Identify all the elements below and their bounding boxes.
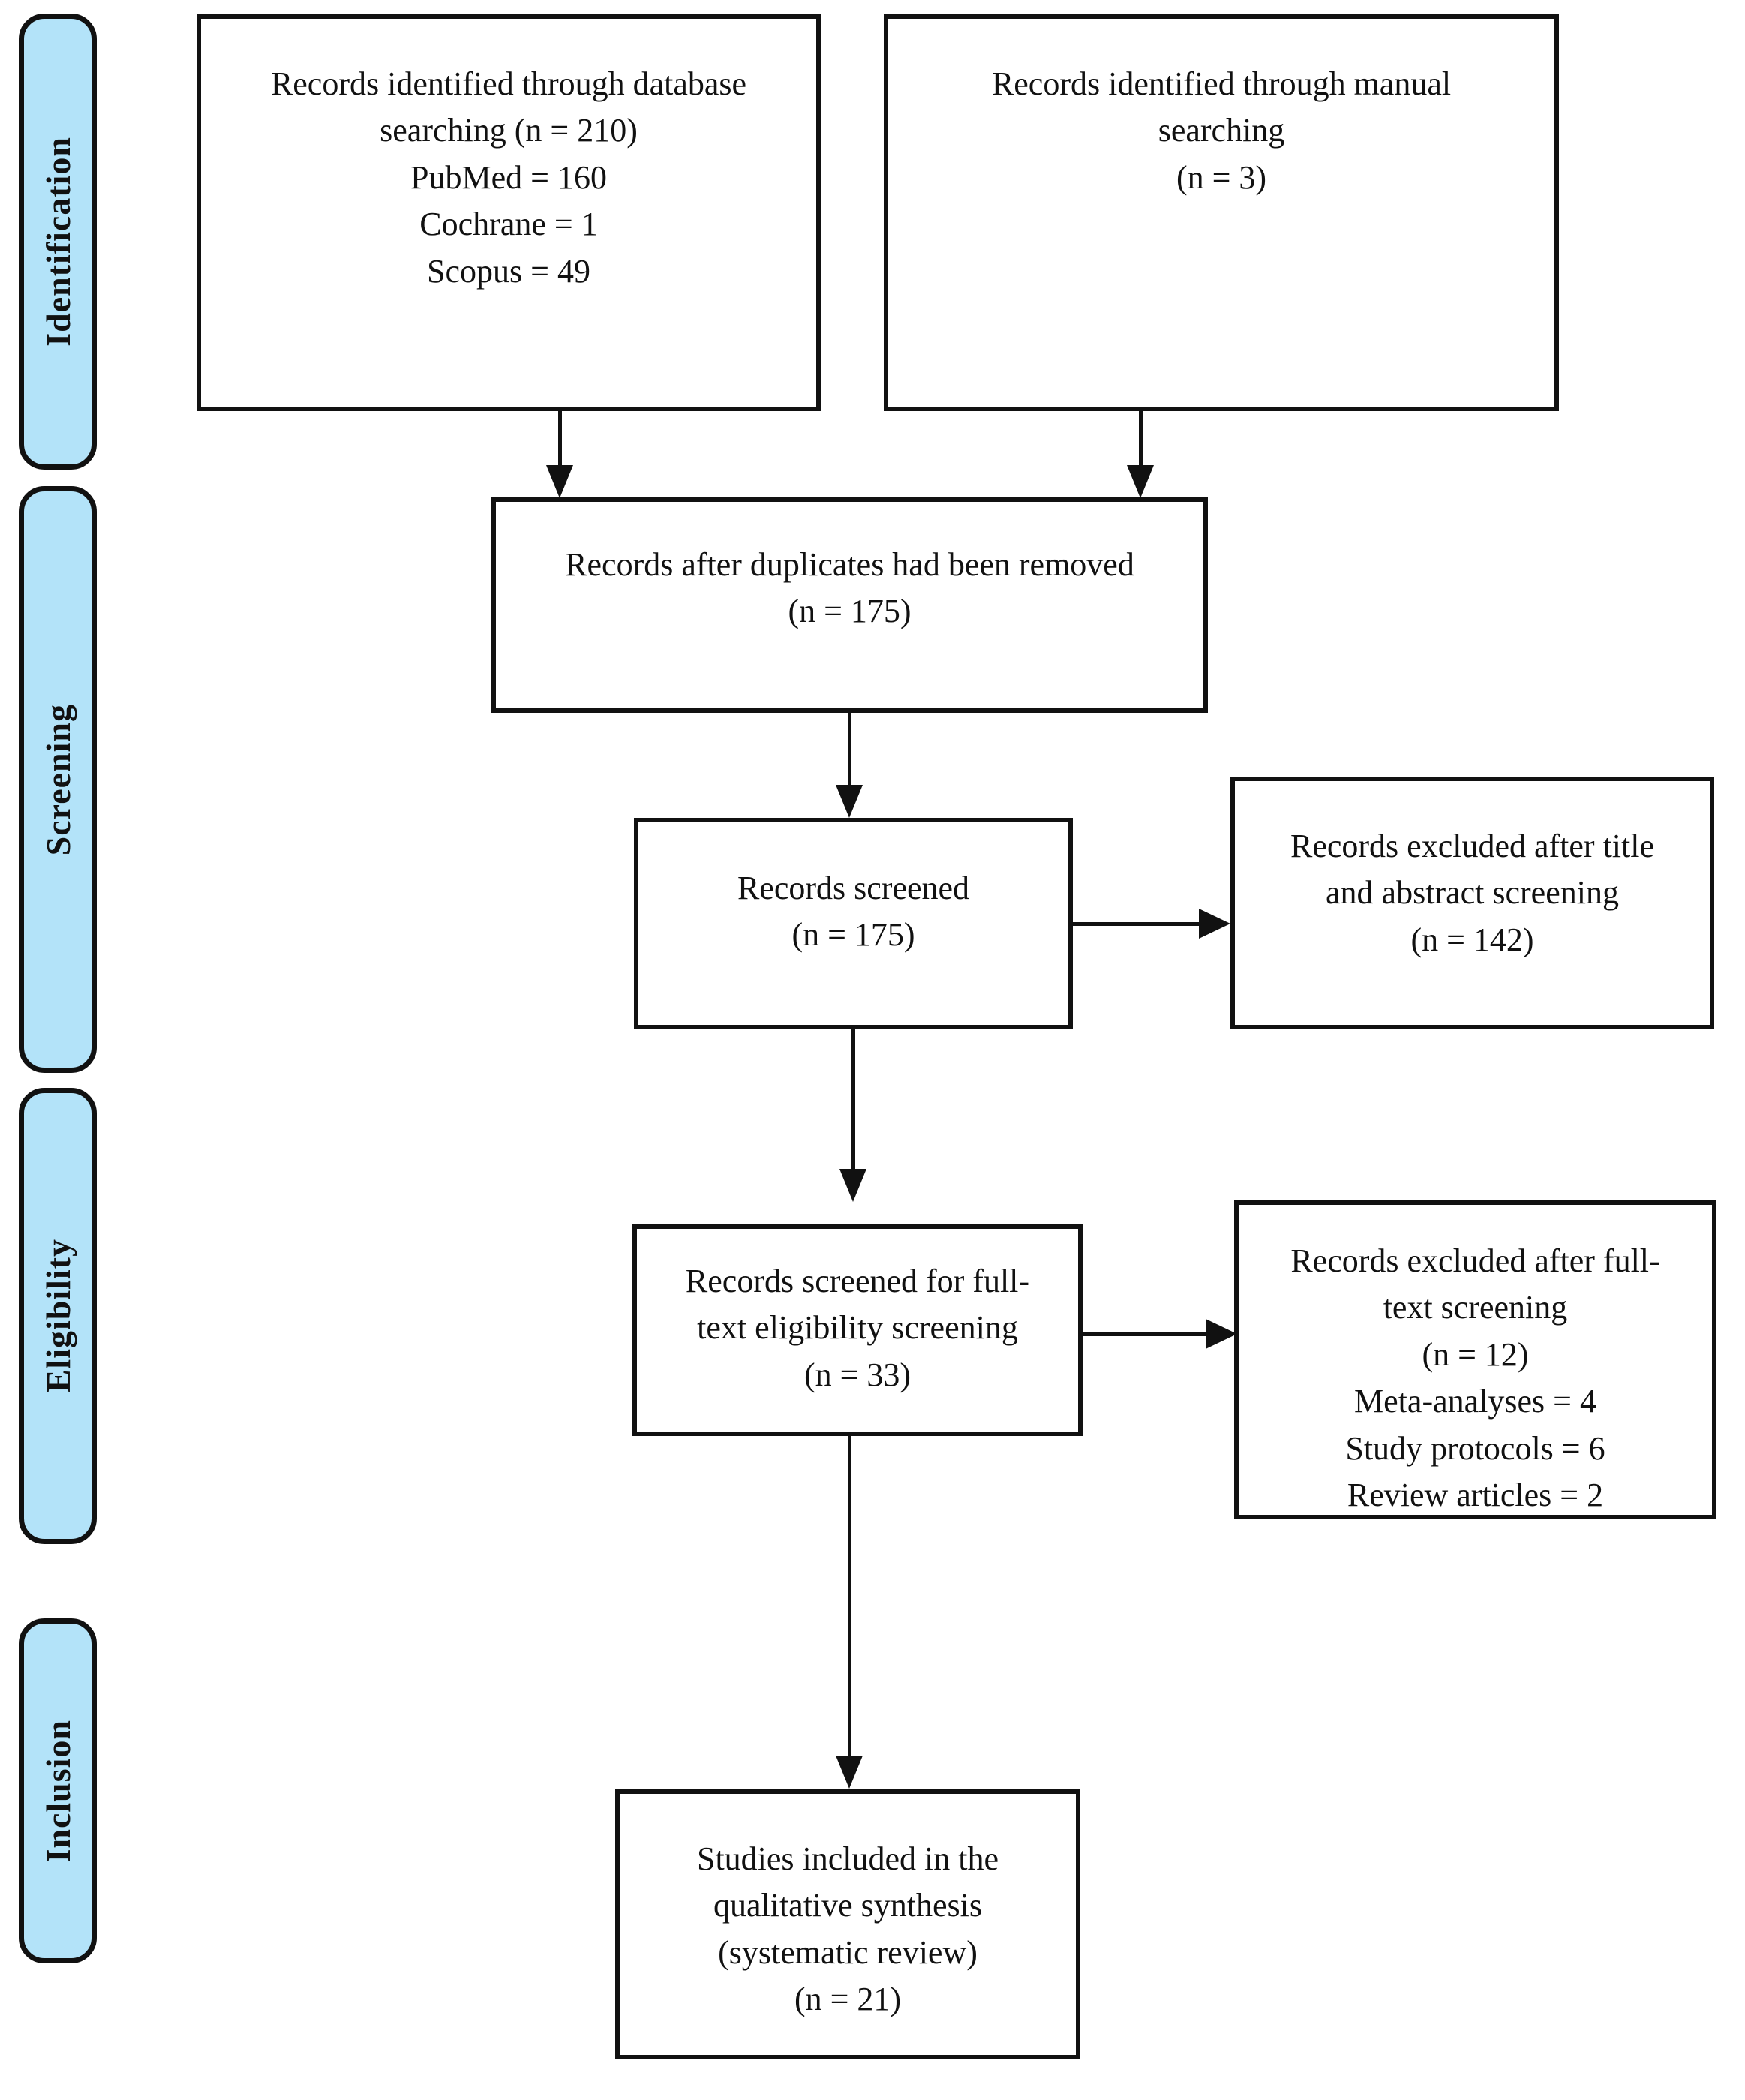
box-studies-included: Studies included in the qualitative synt… [615, 1789, 1080, 2059]
box-duplicates-removed-text: Records after duplicates had been remove… [565, 546, 1134, 630]
box-database-search-text: Records identified through database sear… [270, 65, 747, 290]
connector-fulltext-to-excluded-fulltext [1083, 1332, 1212, 1336]
stage-label-eligibility: Eligibility [38, 1239, 77, 1393]
arrowhead-duplicates-to-screened [836, 785, 863, 818]
box-excluded-title-abstract: Records excluded after title and abstrac… [1230, 777, 1714, 1029]
box-database-search: Records identified through database sear… [197, 14, 821, 411]
stage-label-inclusion: Inclusion [38, 1719, 77, 1863]
connector-manual-to-duplicates [1139, 411, 1143, 467]
connector-screened-to-fulltext [851, 1029, 855, 1172]
arrowhead-screened-to-excluded-title [1199, 909, 1230, 939]
connector-screened-to-excluded-title [1073, 922, 1204, 926]
stage-pill-screening: Screening [19, 486, 97, 1073]
stage-pill-eligibility: Eligibility [19, 1088, 97, 1544]
stage-pill-inclusion: Inclusion [19, 1618, 97, 1963]
box-excluded-fulltext: Records excluded after full- text screen… [1234, 1200, 1716, 1519]
box-duplicates-removed: Records after duplicates had been remove… [491, 497, 1208, 713]
arrowhead-screened-to-fulltext [839, 1169, 866, 1202]
box-fulltext-eligibility-text: Records screened for full- text eligibil… [685, 1263, 1030, 1393]
box-records-screened-text: Records screened (n = 175) [737, 870, 970, 954]
arrowhead-fulltext-to-included [836, 1756, 863, 1789]
box-records-screened: Records screened (n = 175) [634, 818, 1073, 1029]
connector-database-to-duplicates [558, 411, 562, 467]
connector-fulltext-to-included [848, 1436, 851, 1759]
box-manual-search-text: Records identified through manual search… [991, 65, 1452, 196]
box-manual-search: Records identified through manual search… [884, 14, 1559, 411]
stage-label-screening: Screening [38, 703, 77, 856]
arrowhead-database-to-duplicates [546, 465, 573, 498]
box-fulltext-eligibility: Records screened for full- text eligibil… [632, 1224, 1083, 1436]
box-excluded-title-abstract-text: Records excluded after title and abstrac… [1290, 828, 1654, 958]
connector-duplicates-to-screened [848, 713, 851, 788]
box-excluded-fulltext-text: Records excluded after full- text screen… [1290, 1242, 1660, 1514]
arrowhead-manual-to-duplicates [1127, 465, 1154, 498]
arrowhead-fulltext-to-excluded-fulltext [1206, 1319, 1237, 1349]
box-studies-included-text: Studies included in the qualitative synt… [696, 1840, 999, 2018]
stage-label-identification: Identification [38, 137, 77, 347]
stage-pill-identification: Identification [19, 14, 97, 470]
